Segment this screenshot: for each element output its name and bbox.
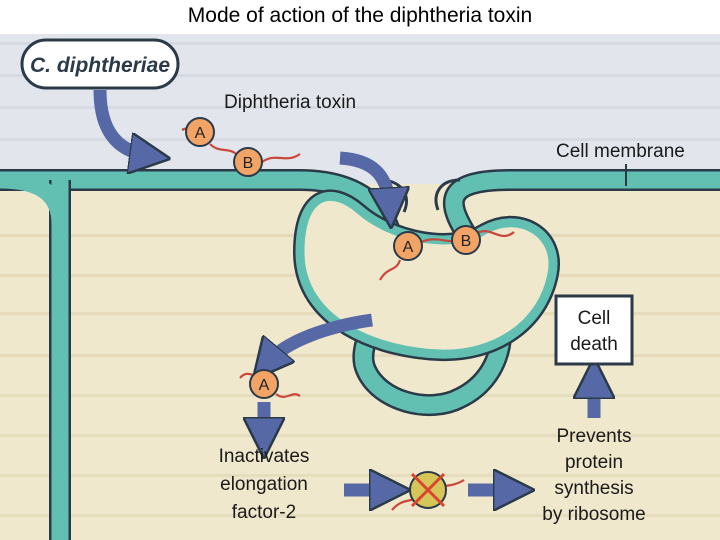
endosome-vesicle-inner bbox=[295, 191, 558, 359]
cell-death-line-1: Cell bbox=[578, 308, 611, 329]
ribosome-blocked bbox=[391, 471, 465, 511]
subunit-a-cytosol bbox=[249, 369, 279, 399]
release-arrow bbox=[93, 89, 150, 156]
prevents-line-4: by ribosome bbox=[542, 504, 646, 525]
inactivates-line-3: factor-2 bbox=[232, 502, 296, 523]
subunit-a-endosome-label: A bbox=[403, 239, 414, 256]
prevents-line-3: synthesis bbox=[554, 478, 633, 499]
cell-death-line-2: death bbox=[570, 334, 618, 355]
subunit-b-endosome-label: B bbox=[461, 233, 472, 250]
subunit-b-extracellular bbox=[233, 147, 263, 177]
cell-death-box: Cell death bbox=[554, 294, 634, 366]
diagram-canvas: C. diphtheriae Diphtheria toxin A B A B … bbox=[0, 34, 720, 540]
prevents-line-1: Prevents bbox=[557, 426, 632, 447]
subunit-b-endosome bbox=[451, 225, 481, 255]
diagram-title: Mode of action of the diphtheria toxin bbox=[187, 4, 533, 27]
subunit-a-cytosol-label: A bbox=[259, 377, 270, 394]
membrane-label: Cell membrane bbox=[556, 141, 685, 162]
bacterium-label: C. diphtheriae bbox=[30, 54, 170, 77]
toxin-label: Diphtheria toxin bbox=[224, 92, 356, 113]
endocytosis-arrow bbox=[339, 151, 390, 208]
translocation-arrow bbox=[266, 313, 373, 364]
inactivates-line-2: elongation bbox=[220, 474, 308, 495]
subunit-a-endosome bbox=[393, 231, 423, 261]
left-membrane-corner bbox=[0, 171, 69, 225]
prevents-line-2: protein bbox=[565, 452, 623, 473]
inactivates-line-1: Inactivates bbox=[219, 446, 310, 467]
subunit-a-extracellular bbox=[185, 117, 215, 147]
subunit-b-label: B bbox=[243, 155, 254, 172]
bacterium-box: C. diphtheriae bbox=[20, 38, 180, 90]
subunit-a-label: A bbox=[195, 125, 206, 142]
